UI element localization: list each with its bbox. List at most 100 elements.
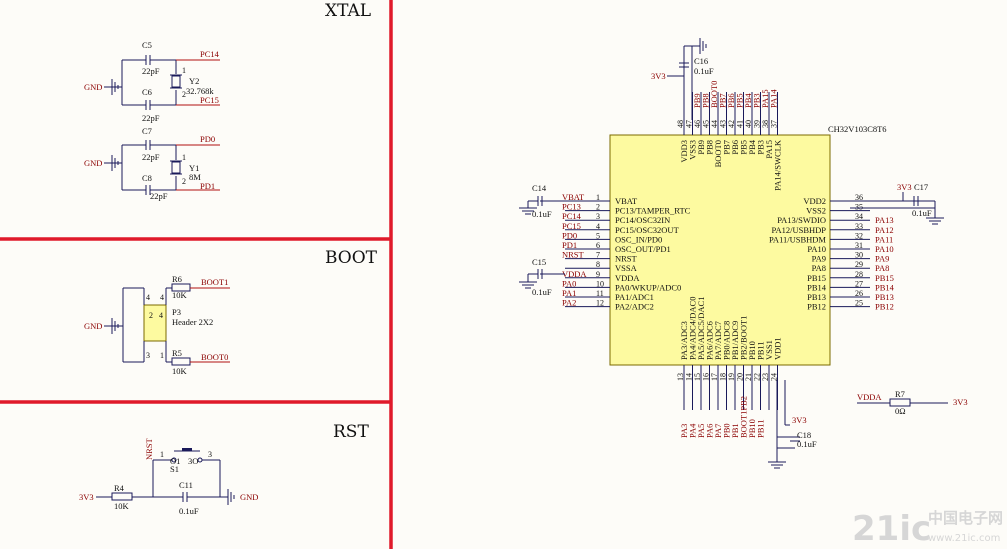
pin-number-27: 27 bbox=[855, 279, 863, 288]
c11-value: 0.1uF bbox=[179, 506, 199, 516]
s1-ref: S1 bbox=[170, 464, 179, 474]
ground-symbol bbox=[768, 461, 786, 469]
net-pd1-xtal: PD1 bbox=[200, 181, 215, 191]
pin-number-37: 37 bbox=[770, 120, 779, 128]
pin-number-35: 35 bbox=[855, 203, 863, 212]
p3-pin-2: 2 bbox=[149, 311, 153, 320]
net-label-pb9: PB9 bbox=[692, 93, 702, 108]
c16-value: 0.1uF bbox=[694, 66, 714, 76]
net-label-pb12: PB12 bbox=[875, 302, 894, 312]
net-label-pb15: PB15 bbox=[875, 273, 894, 283]
pin-name-48: VDD3 bbox=[679, 140, 689, 163]
ground-symbol bbox=[699, 38, 707, 54]
y1-pin2: 2 bbox=[182, 177, 186, 186]
c8-ref: C8 bbox=[142, 173, 152, 183]
net-label-boot1pb2: BOOT1PB2 bbox=[739, 396, 749, 438]
pin-number-14: 14 bbox=[685, 373, 694, 381]
net-label-pa11: PA11 bbox=[875, 234, 893, 244]
pin-number-26: 26 bbox=[855, 289, 863, 298]
r5-ref: R5 bbox=[172, 348, 182, 358]
net-label-pa2: PA2 bbox=[562, 298, 576, 308]
rst-section: NRST 1 3 O1 3O S1 3V3 R4 10K C11 0.1uF G… bbox=[79, 437, 258, 516]
pin-name-2: PC13/TAMPER_RTC bbox=[615, 206, 691, 216]
c11-ref: C11 bbox=[179, 480, 193, 490]
pin-number-3: 3 bbox=[596, 212, 600, 221]
pin-number-33: 33 bbox=[855, 222, 863, 231]
pin-name-30: PA9 bbox=[812, 254, 826, 264]
pin-name-29: PA8 bbox=[812, 263, 826, 273]
c17-value: 0.1uF bbox=[912, 208, 932, 218]
net-label-pa14: PA14 bbox=[769, 89, 779, 108]
pin-number-15: 15 bbox=[693, 373, 702, 381]
v33-top: 3V3 bbox=[651, 71, 666, 81]
header-p3 bbox=[143, 304, 167, 342]
net-label-vbat: VBAT bbox=[562, 192, 585, 202]
p3-pin-4-left: 4 bbox=[146, 293, 150, 302]
pin-number-48: 48 bbox=[676, 120, 685, 128]
pin-number-11: 11 bbox=[596, 289, 604, 298]
net-label-pa9: PA9 bbox=[875, 254, 889, 264]
s1-pin1: 1 bbox=[160, 450, 164, 459]
pin-name-32: PA11/USBHDM bbox=[769, 234, 826, 244]
pin-number-39: 39 bbox=[753, 120, 762, 128]
net-nrst-rst: NRST bbox=[144, 437, 154, 460]
section-title-xtal: XTAL bbox=[325, 1, 371, 21]
v33-right: 3V3 bbox=[897, 182, 912, 192]
pin-number-8: 8 bbox=[596, 260, 600, 269]
pin-number-20: 20 bbox=[736, 373, 745, 381]
pin-name-5: OSC_IN/PD0 bbox=[615, 234, 662, 244]
pin-number-2: 2 bbox=[596, 203, 600, 212]
pin-number-45: 45 bbox=[702, 120, 711, 128]
pin-name-20: PB2/BOOT1 bbox=[739, 316, 749, 360]
mcu-bottom-pins: 13PA3/ADC3PA314PA4/ADC4/DAC0PA415PA5/ADC… bbox=[676, 297, 783, 438]
watermark-url: www.21ic.com bbox=[928, 533, 1000, 544]
pin-number-7: 7 bbox=[596, 251, 600, 260]
pin-name-43: PB7 bbox=[722, 140, 732, 155]
gnd-label-boot: GND bbox=[84, 321, 102, 331]
mcu-top-pins: 48VDD347VSS346PB9PB945PB8PB844BOOT0BOOT0… bbox=[676, 81, 783, 191]
pin-name-35: VSS2 bbox=[806, 206, 826, 216]
net-label-pa5: PA5 bbox=[696, 424, 706, 438]
net-label-pa6: PA6 bbox=[705, 424, 715, 438]
pin-name-46: PB9 bbox=[696, 140, 706, 155]
pin-number-22: 22 bbox=[753, 373, 762, 381]
c18-ref: C18 bbox=[797, 430, 811, 440]
pin-number-28: 28 bbox=[855, 270, 863, 279]
c6-ref: C6 bbox=[142, 87, 152, 97]
pin-number-32: 32 bbox=[855, 231, 863, 240]
pin-number-43: 43 bbox=[719, 120, 728, 128]
pin-number-44: 44 bbox=[710, 120, 719, 128]
c7-ref: C7 bbox=[142, 126, 152, 136]
pin-name-10: PA0/WKUP/ADC0 bbox=[615, 282, 681, 292]
y2-ref: Y2 bbox=[189, 76, 199, 86]
net-label-pb6: PB6 bbox=[726, 93, 736, 108]
ground-symbol bbox=[926, 217, 944, 225]
s1-o3: 3O bbox=[188, 456, 198, 466]
pin-number-24: 24 bbox=[770, 373, 779, 381]
pin-number-40: 40 bbox=[744, 120, 753, 128]
pin-number-13: 13 bbox=[676, 373, 685, 381]
p3-pin-4: 4 bbox=[160, 293, 164, 302]
net-label-vdda: VDDA bbox=[562, 269, 587, 279]
r5-value: 10K bbox=[172, 366, 188, 376]
pin-name-15: PA5/ADC5/DAC1 bbox=[696, 297, 706, 360]
net-label-pb7: PB7 bbox=[718, 93, 728, 108]
net-label-nrst: NRST bbox=[562, 250, 585, 260]
p3-pin-4-in: 4 bbox=[159, 311, 163, 320]
pin-number-41: 41 bbox=[736, 120, 745, 128]
pin-name-47: VSS3 bbox=[688, 140, 698, 160]
net-label-pb13: PB13 bbox=[875, 292, 894, 302]
pin-name-38: PA15 bbox=[764, 140, 774, 159]
c15-value: 0.1uF bbox=[532, 287, 552, 297]
pin-name-23: VSS1 bbox=[764, 340, 774, 360]
pin-number-30: 30 bbox=[855, 251, 863, 260]
pin-number-31: 31 bbox=[855, 241, 863, 250]
c14-value: 0.1uF bbox=[532, 209, 552, 219]
ground-symbol bbox=[519, 207, 537, 215]
pin-name-26: PB13 bbox=[807, 292, 826, 302]
p3-ref: P3 bbox=[172, 307, 181, 317]
